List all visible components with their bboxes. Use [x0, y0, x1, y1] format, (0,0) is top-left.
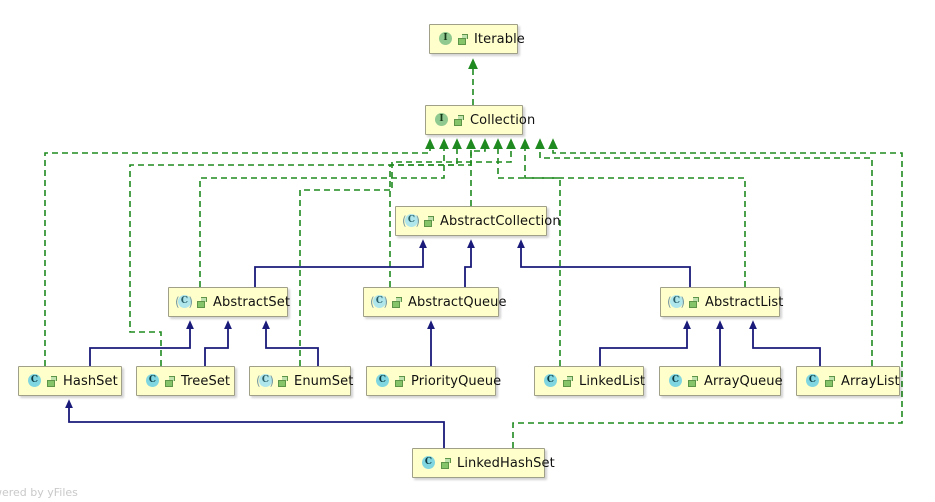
class-icon: C	[542, 373, 558, 389]
uml-node-abstractcollection[interactable]: (C) AbstractCollection	[395, 206, 561, 236]
class-icon: C	[26, 373, 42, 389]
class-icon: C	[374, 373, 390, 389]
uml-node-label: EnumSet	[294, 373, 354, 389]
class-icon: C	[144, 373, 160, 389]
edge-arraylist-extends-abstractlist	[749, 320, 821, 366]
public-visibility-icon	[47, 375, 58, 387]
class-icon: C	[804, 373, 820, 389]
uml-node-label: LinkedHashSet	[457, 455, 555, 471]
uml-node-abstractqueue[interactable]: (C) AbstractQueue	[363, 287, 506, 317]
abstract-class-icon: (C)	[175, 294, 193, 310]
uml-node-linkedhashset[interactable]: C LinkedHashSet	[412, 448, 555, 478]
uml-node-treeset[interactable]: C TreeSet	[136, 366, 235, 396]
abstract-class-icon: (C)	[256, 373, 274, 389]
uml-node-label: AbstractSet	[213, 294, 291, 310]
uml-node-label: Iterable	[474, 31, 525, 47]
uml-node-label: ArrayQueue	[704, 373, 783, 389]
public-visibility-icon	[825, 375, 836, 387]
implements-edges	[44, 58, 903, 448]
edge-enumset-extends-abstractset	[262, 320, 319, 366]
public-visibility-icon	[441, 457, 452, 469]
uml-node-label: ArrayList	[841, 373, 900, 389]
interface-icon: I	[437, 31, 453, 47]
uml-node-label: AbstractCollection	[440, 213, 561, 229]
edge-linkedhashset-extends-hashset	[65, 399, 445, 448]
uml-node-collection[interactable]: I Collection	[425, 105, 535, 135]
edge-linkedlist-implements-collection	[520, 138, 561, 366]
uml-node-label: HashSet	[63, 373, 118, 389]
edge-abstractset-implements-collection	[199, 138, 449, 287]
yfiles-watermark: Powered by yFiles	[0, 486, 78, 499]
uml-node-abstractlist[interactable]: (C) AbstractList	[660, 287, 783, 317]
edge-treeset-implements-collection	[129, 138, 490, 366]
public-visibility-icon	[563, 375, 574, 387]
uml-node-iterable[interactable]: I Iterable	[429, 24, 525, 54]
edge-enumset-implements-collection	[299, 138, 516, 366]
public-visibility-icon	[197, 296, 208, 308]
uml-node-linkedlist[interactable]: C LinkedList	[534, 366, 646, 396]
edge-treeset-extends-abstractset	[204, 320, 232, 366]
class-icon: C	[420, 455, 436, 471]
uml-node-abstractset[interactable]: (C) AbstractSet	[168, 287, 291, 317]
abstract-class-icon: (C)	[667, 294, 685, 310]
edge-linkedlist-extends-abstractlist	[599, 320, 691, 366]
uml-node-arraylist[interactable]: C ArrayList	[796, 366, 900, 396]
uml-node-label: LinkedList	[579, 373, 646, 389]
public-visibility-icon	[278, 375, 289, 387]
uml-node-label: AbstractQueue	[408, 294, 507, 310]
edge-hashset-extends-abstractset	[89, 320, 194, 366]
public-visibility-icon	[458, 33, 469, 45]
uml-node-priorityqueue[interactable]: C PriorityQueue	[366, 366, 501, 396]
public-visibility-icon	[395, 375, 406, 387]
edge-linkedhashset-implements-collection	[512, 138, 903, 448]
public-visibility-icon	[424, 215, 435, 227]
public-visibility-icon	[688, 375, 699, 387]
uml-node-label: PriorityQueue	[411, 373, 502, 389]
abstract-class-icon: (C)	[402, 213, 420, 229]
public-visibility-icon	[689, 296, 700, 308]
uml-node-enumset[interactable]: (C) EnumSet	[249, 366, 354, 396]
public-visibility-icon	[454, 114, 465, 126]
uml-node-label: TreeSet	[181, 373, 231, 389]
edge-abstractqueue-extends-abstractcollection	[464, 239, 475, 287]
abstract-class-icon: (C)	[370, 294, 388, 310]
extends-edges	[65, 239, 821, 448]
uml-node-arrayqueue[interactable]: C ArrayQueue	[659, 366, 783, 396]
uml-node-hashset[interactable]: C HashSet	[18, 366, 122, 396]
public-visibility-icon	[165, 375, 176, 387]
edge-arraylist-implements-collection	[535, 138, 873, 366]
public-visibility-icon	[392, 296, 403, 308]
interface-icon: I	[433, 112, 449, 128]
edge-abstractlist-extends-abstractcollection	[517, 239, 691, 287]
class-icon: C	[667, 373, 683, 389]
uml-node-label: AbstractList	[705, 294, 784, 310]
uml-node-label: Collection	[470, 112, 536, 128]
edge-hashset-implements-collection	[44, 138, 435, 366]
edge-abstractset-extends-abstractcollection	[254, 239, 427, 287]
edge-abstractlist-implements-collection	[493, 138, 746, 287]
